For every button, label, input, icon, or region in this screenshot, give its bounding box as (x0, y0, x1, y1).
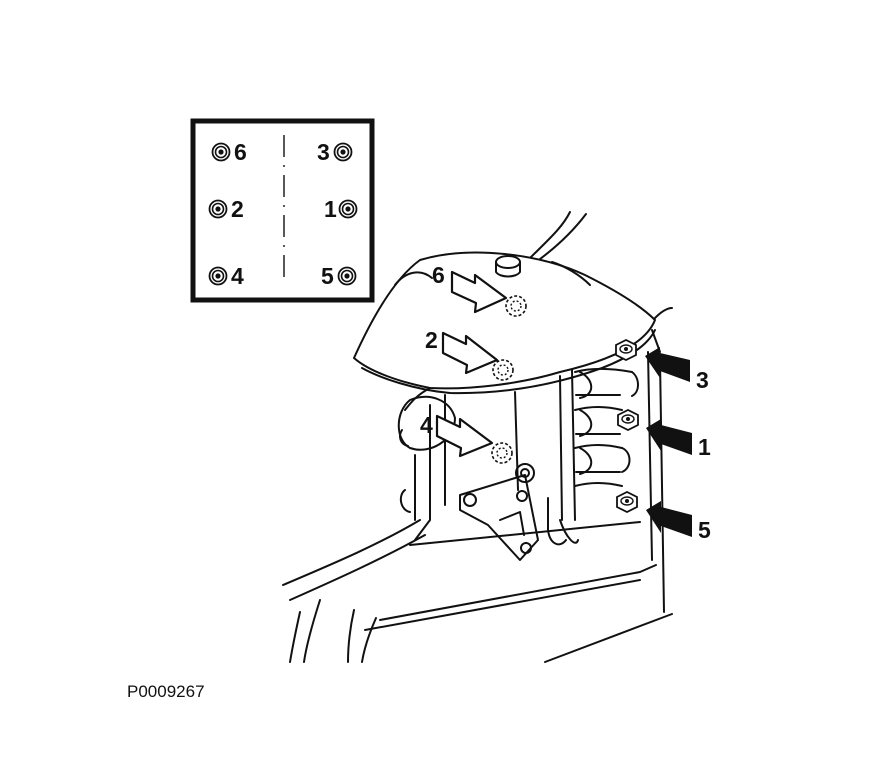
bolt-icon (338, 199, 358, 219)
bolt-icon (208, 199, 228, 219)
hidden-bolt-icon (492, 359, 514, 381)
hidden-bolt-icon (505, 295, 527, 317)
callout-3: 3 (645, 347, 709, 393)
legend-label-2: 2 (231, 196, 244, 222)
bolt-icon (211, 142, 231, 162)
callout-label-5: 5 (698, 517, 711, 543)
callout-label-3: 3 (696, 367, 709, 393)
hidden-bolt-icon (491, 442, 513, 464)
callout-1: 1 (646, 419, 711, 460)
legend-label-4: 4 (231, 263, 244, 289)
bolt-icon (333, 142, 353, 162)
legend-label-6: 6 (234, 139, 247, 165)
bolt-icon (337, 266, 357, 286)
callout-label-1: 1 (698, 434, 711, 460)
legend-label-3: 3 (317, 139, 330, 165)
callout-4: 4 (420, 412, 494, 458)
nut-icon (617, 409, 639, 431)
callout-6: 6 (432, 262, 508, 314)
callout-label-2: 2 (425, 327, 438, 353)
nut-icon (616, 491, 638, 513)
tightening-sequence-legend: 6 3 2 1 4 5 (190, 118, 375, 303)
nut-icon (615, 339, 637, 361)
callout-2: 2 (425, 327, 499, 375)
figure-code: P0009267 (127, 682, 205, 701)
bolt-icon (208, 266, 228, 286)
callout-label-6: 6 (432, 262, 445, 288)
legend-label-1: 1 (324, 196, 337, 222)
engine-drawing (282, 211, 673, 663)
callout-label-4: 4 (420, 412, 433, 438)
callout-5: 5 (646, 501, 711, 543)
legend-label-5: 5 (321, 263, 334, 289)
